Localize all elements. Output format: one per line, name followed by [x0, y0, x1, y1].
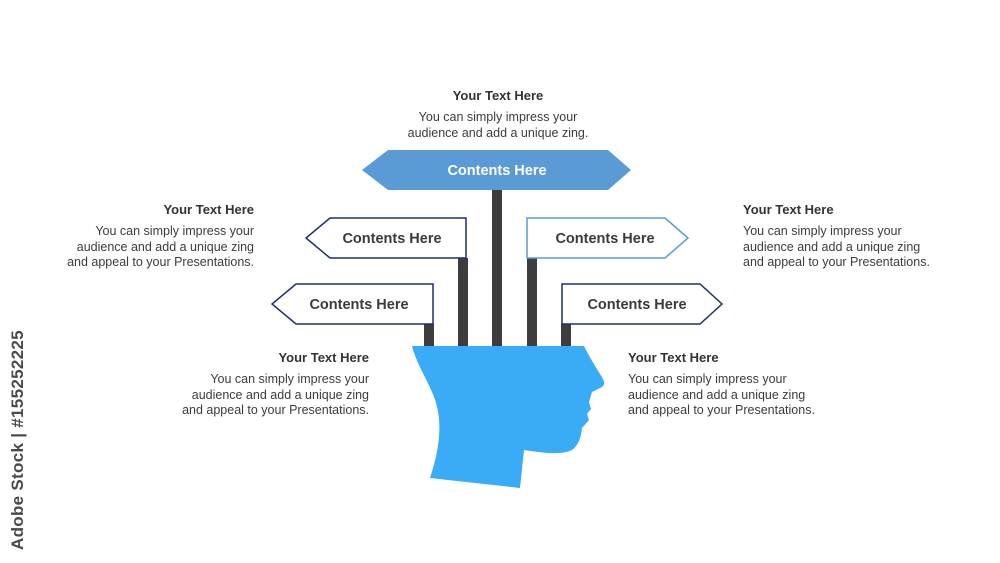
text-block-upper-right: Your Text Here You can simply impress yo…: [743, 202, 973, 271]
sign-top: [362, 150, 631, 190]
stock-watermark: Adobe Stock | #155252225: [8, 330, 27, 550]
text-block-lower-left: Your Text Here You can simply impress yo…: [139, 350, 369, 419]
sign-lower-right-label: Contents Here: [587, 297, 686, 313]
sign-top-label: Contents Here: [447, 163, 546, 179]
text-block-upper-right-body: You can simply impress your audience and…: [743, 224, 973, 271]
body-line: audience and add a unique zing.: [407, 125, 589, 140]
body-line: audience and add a unique zing: [191, 387, 369, 402]
sign-upper-right: [526, 217, 690, 259]
text-block-lower-left-body: You can simply impress your audience and…: [139, 372, 369, 419]
sign-lower-right: [561, 283, 724, 325]
body-line: audience and add a unique zing: [743, 239, 921, 254]
body-line: You can simply impress your: [628, 372, 787, 386]
pole-lower-right: [561, 324, 571, 348]
body-line: You can simply impress your: [210, 372, 369, 386]
sign-lower-left-label: Contents Here: [309, 297, 408, 313]
text-block-lower-left-title: Your Text Here: [278, 350, 369, 365]
sign-upper-left-label: Contents Here: [342, 231, 441, 247]
body-line: and appeal to your Presentations.: [67, 255, 254, 269]
body-line: You can simply impress your: [743, 224, 902, 238]
pole-upper-left: [458, 258, 468, 348]
sign-upper-left: [304, 217, 467, 259]
text-block-upper-left-title: Your Text Here: [163, 202, 254, 217]
text-block-upper-right-title: Your Text Here: [743, 202, 834, 217]
text-block-top-title: Your Text Here: [452, 88, 544, 103]
body-line: and appeal to your Presentations.: [628, 403, 815, 417]
body-line: and appeal to your Presentations.: [743, 255, 930, 269]
body-line: and appeal to your Presentations.: [182, 403, 369, 417]
text-block-lower-right-title: Your Text Here: [628, 350, 719, 365]
sign-lower-left: [270, 283, 434, 325]
body-line: audience and add a unique zing: [76, 239, 254, 254]
text-block-top-body: You can simply impress your audience and…: [378, 110, 618, 141]
text-block-upper-left: Your Text Here You can simply impress yo…: [24, 202, 254, 271]
text-block-lower-right-body: You can simply impress your audience and…: [628, 372, 858, 419]
text-block-upper-left-body: You can simply impress your audience and…: [24, 224, 254, 271]
pole-upper-right: [527, 258, 537, 348]
pole-lower-left: [424, 324, 434, 348]
body-line: audience and add a unique zing: [628, 387, 806, 402]
head-silhouette: [412, 346, 605, 488]
sign-upper-right-label: Contents Here: [555, 231, 654, 247]
body-line: You can simply impress your: [418, 110, 578, 124]
text-block-lower-right: Your Text Here You can simply impress yo…: [628, 350, 858, 419]
text-block-top: Your Text Here You can simply impress yo…: [378, 88, 618, 141]
body-line: You can simply impress your: [95, 224, 254, 238]
pole-center: [492, 190, 502, 348]
